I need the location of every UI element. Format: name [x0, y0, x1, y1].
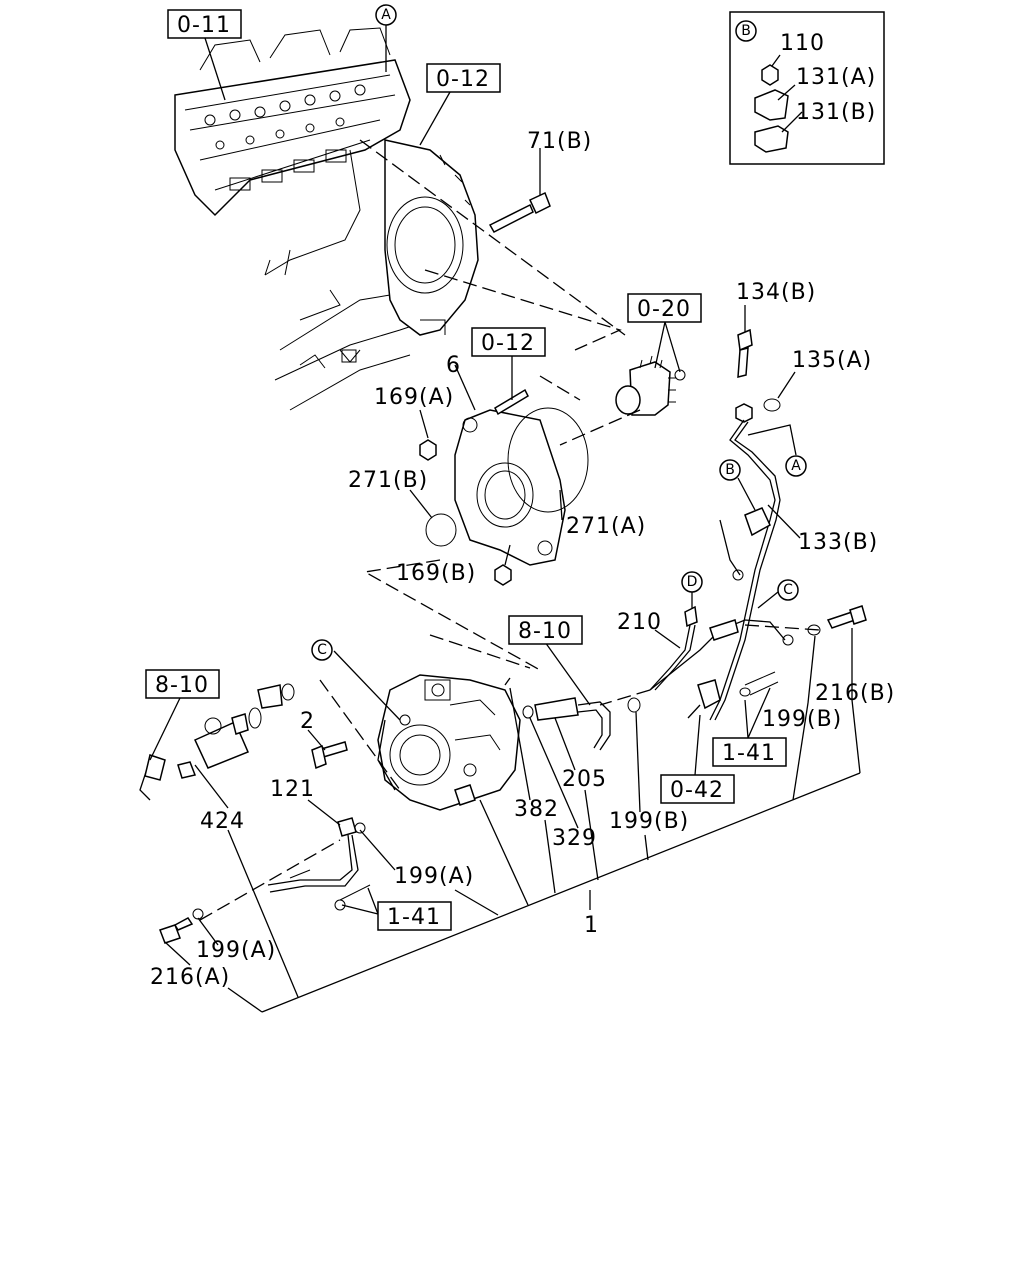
bolt-2-drawing	[311, 741, 348, 770]
label-169b: 169(B)	[396, 561, 476, 586]
callout-c-pipe: C	[777, 579, 799, 601]
callout-a-top-letter: A	[381, 7, 391, 23]
bolt-216b-drawing	[807, 605, 867, 636]
ref-label-0-12-top: 0-12	[436, 67, 490, 92]
label-205: 205	[562, 767, 607, 792]
bolt-71b-drawing	[488, 191, 551, 233]
label-271a: 271(A)	[566, 514, 646, 539]
ref-label-0-20: 0-20	[637, 297, 691, 322]
label-424: 424	[200, 809, 245, 834]
bolt-216a-drawing	[159, 884, 371, 944]
label-199a-mid: 199(A)	[394, 864, 474, 889]
label-329: 329	[552, 826, 597, 851]
ref-label-8-10-left: 8-10	[155, 673, 209, 698]
bolt-134b-drawing	[735, 328, 753, 423]
label-216b: 216(B)	[815, 681, 895, 706]
label-131b: 131(B)	[796, 100, 876, 125]
ref-box-0-12-top: 0-12	[426, 63, 501, 93]
ref-box-8-10-left: 8-10	[145, 669, 220, 699]
pipe-210-drawing	[649, 605, 794, 691]
ref-box-1-41-left: 1-41	[377, 901, 452, 931]
callout-d-pipe: D	[681, 571, 703, 593]
suction-valve-drawing	[139, 683, 295, 801]
callout-b-inset: B	[735, 20, 757, 42]
callout-c-pipe-letter: C	[783, 582, 793, 598]
gear-case-plate-drawing	[384, 139, 479, 336]
label-134b: 134(B)	[736, 280, 816, 305]
label-6: 6	[446, 353, 461, 378]
inset-b-frame	[729, 11, 885, 165]
callout-c-pump-letter: C	[317, 642, 327, 658]
ref-label-1-41-left: 1-41	[387, 905, 441, 930]
ref-label-0-11: 0-11	[177, 13, 231, 38]
leader-lines	[149, 24, 861, 1013]
callout-a-pipe-letter: A	[791, 458, 801, 474]
ref-box-1-41-right: 1-41	[712, 737, 787, 767]
label-169a: 169(A)	[374, 385, 454, 410]
callout-c-pump: C	[311, 639, 333, 661]
label-131a: 131(A)	[796, 65, 876, 90]
ref-box-0-12-mid: 0-12	[471, 327, 546, 357]
callout-a-top: A	[375, 4, 397, 26]
sensor-0-42-drawing	[687, 671, 779, 719]
drive-gear-drawing	[615, 355, 686, 416]
label-2: 2	[300, 709, 315, 734]
label-210: 210	[617, 610, 662, 635]
pipe-121-drawing	[267, 817, 366, 893]
callout-b-inset-letter: B	[741, 23, 751, 39]
label-199b-mid: 199(B)	[609, 809, 689, 834]
callout-a-pipe: A	[785, 455, 807, 477]
ref-label-1-41-right: 1-41	[722, 741, 776, 766]
nut-169b-drawing	[494, 564, 512, 586]
label-135a: 135(A)	[792, 348, 872, 373]
callout-b-clamp-letter: B	[725, 462, 735, 478]
label-71b: 71(B)	[527, 129, 592, 154]
label-133b: 133(B)	[798, 530, 878, 555]
injection-pump-drawing	[377, 674, 521, 811]
label-121: 121	[270, 777, 315, 802]
washer-135a-drawing	[763, 398, 781, 412]
ref-box-0-42: 0-42	[660, 774, 735, 804]
ref-label-0-12-mid: 0-12	[481, 331, 535, 356]
callout-b-clamp: B	[719, 459, 741, 481]
callout-d-pipe-letter: D	[687, 574, 698, 590]
label-110: 110	[780, 31, 825, 56]
part-labels: 110 131(A) 131(B) 71(B) 134(B) 135(A) 6 …	[150, 31, 895, 990]
label-382: 382	[514, 797, 559, 822]
label-216a: 216(A)	[150, 965, 230, 990]
pump-flange-drawing	[425, 388, 589, 566]
ref-label-0-42: 0-42	[670, 778, 724, 803]
label-199a-low: 199(A)	[196, 938, 276, 963]
fitting-205-drawing	[522, 697, 641, 751]
label-199b-right: 199(B)	[762, 707, 842, 732]
nut-169a-drawing	[419, 439, 437, 461]
label-1: 1	[584, 913, 599, 938]
ref-label-8-10-mid: 8-10	[518, 619, 572, 644]
ref-box-0-20: 0-20	[627, 293, 702, 323]
label-271b: 271(B)	[348, 468, 428, 493]
ref-box-0-11: 0-11	[167, 9, 242, 39]
cylinder-head-drawing	[174, 27, 411, 217]
dashed-guide-lines	[199, 139, 821, 921]
ref-box-8-10-mid: 8-10	[508, 615, 583, 645]
